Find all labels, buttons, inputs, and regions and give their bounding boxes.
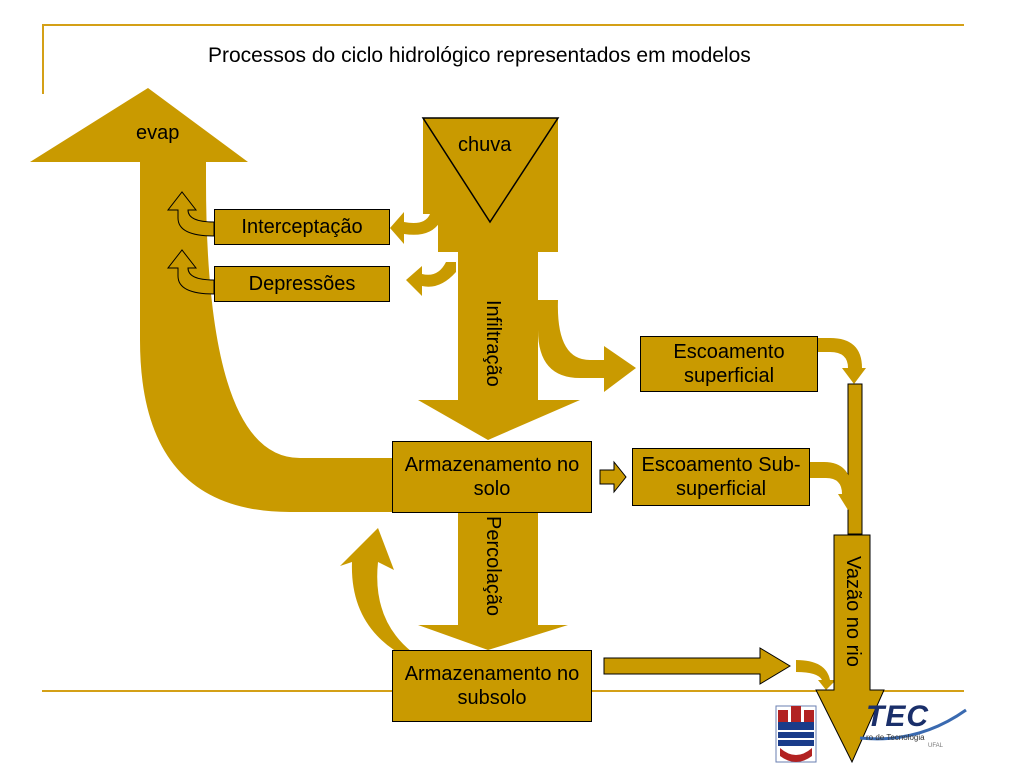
university-crest-icon [775,705,817,763]
depressoes-box: Depressões [214,266,390,302]
surface-branch [538,300,636,392]
infiltracao-label: Infiltração [482,300,504,387]
vazao-rio-label: Vazão no rio [842,556,864,667]
river-channel-upper [847,383,863,535]
percolation-shaft [418,512,568,650]
evap-arrow [30,88,394,512]
evap-label: evap [136,122,180,144]
armazenamento-solo-box: Armazenamento no solo [392,441,592,513]
vazao-column [815,534,885,764]
subsoil-return-arrow [340,528,412,652]
top-rule [42,24,964,26]
surface-to-river [818,338,866,384]
page-title: Processos do ciclo hidrológico represent… [208,44,751,67]
interception-arrow [390,212,440,244]
chuva-triangle [421,117,560,224]
depressions-up-arrow [166,249,215,295]
chuva-column [423,118,558,214]
escoamento-superficial-box: Escoamento superficial [640,336,818,392]
subsoil-to-river [603,647,791,685]
chuva-label: chuva [458,134,512,156]
interception-up-arrow [166,191,215,237]
logo-subtitle: ro de Tecnologia [866,733,925,742]
interceptacao-box: Interceptação [214,209,390,245]
escoamento-subsuperficial-box: Escoamento Sub-superficial [632,448,810,506]
left-rule [42,24,44,94]
armazenamento-subsolo-box: Armazenamento no subsolo [392,650,592,722]
logo-swoosh-icon [859,708,967,741]
depressions-arrow [406,262,456,296]
logo-subtitle-2: UFAL [928,743,944,749]
logo-text: TEC [866,700,929,733]
subsurface-to-river [808,462,858,510]
solo-to-subsurface [599,460,627,494]
percolacao-label: Percolação [482,516,504,617]
subsoil-to-river-curve [796,660,836,690]
infiltration-shaft [418,212,580,440]
